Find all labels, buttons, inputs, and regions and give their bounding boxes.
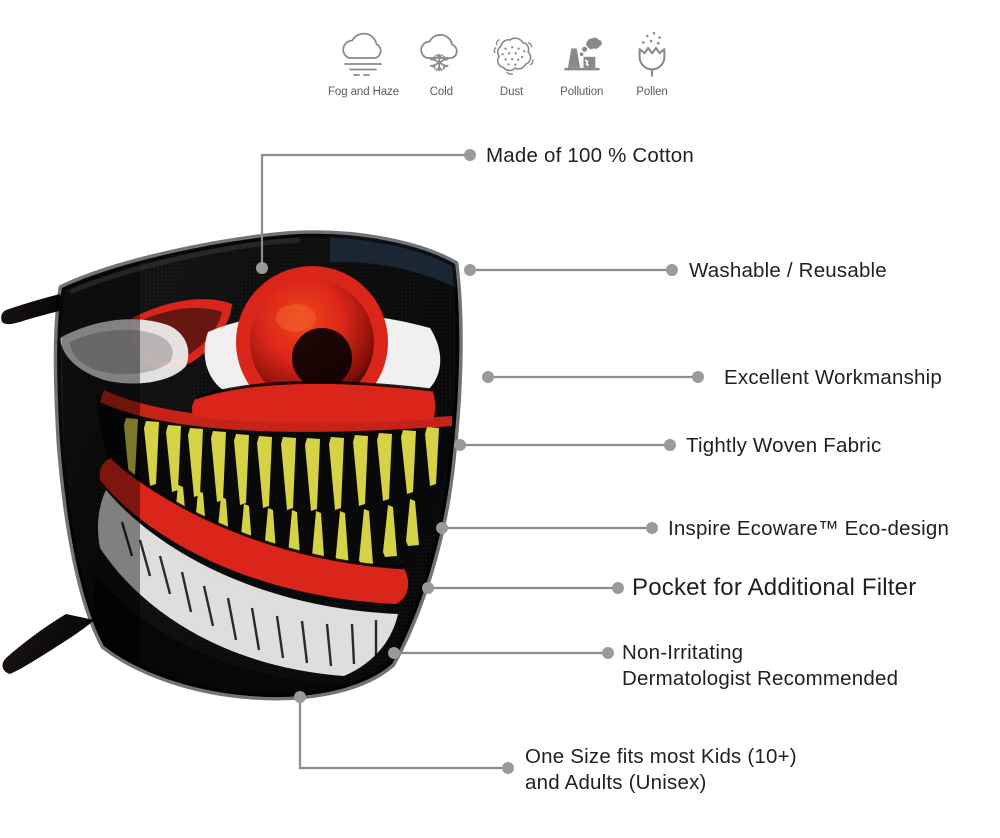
callout-pocket-filter: Pocket for Additional Filter — [632, 574, 917, 601]
leader-one-size — [298, 697, 508, 770]
protection-item-label: Pollen — [636, 86, 668, 98]
protection-item-cold: Cold — [413, 26, 469, 98]
mask-edge — [53, 230, 463, 701]
right-eye-pupil — [292, 328, 352, 388]
leader-made-of-cotton — [260, 153, 470, 268]
left-sclera — [60, 319, 189, 384]
pollution-factory-icon — [554, 26, 610, 82]
protection-item-label: Fog and Haze — [328, 86, 400, 98]
fog-and-haze-icon — [336, 26, 392, 82]
mask-artwork — [1, 230, 463, 701]
lower-lip-red — [99, 458, 409, 604]
protection-item-dust: Dust — [484, 26, 540, 98]
pollen-flower-icon — [624, 26, 680, 82]
leader-endpoint-dots — [256, 149, 704, 774]
upper-teeth-row — [124, 418, 439, 511]
protection-item-fog-and-haze: Fog and Haze — [328, 26, 399, 98]
mask-print-artwork — [57, 233, 460, 697]
ear-strap-top — [1, 294, 65, 325]
callout-non-irritating: Non-Irritating Dermatologist Recommended — [622, 641, 899, 691]
product-photo-face-mask — [0, 222, 480, 712]
protection-item-label: Pollution — [560, 86, 604, 98]
callout-made-of-cotton: Made of 100 % Cotton — [486, 144, 694, 167]
callout-excellent-workmanship: Excellent Workmanship — [724, 366, 943, 389]
chin-hatching — [120, 521, 378, 667]
callout-inspire-ecoware: Inspire Ecoware™ Eco-design — [668, 517, 950, 540]
chin-white-area — [98, 490, 398, 676]
protection-item-label: Cold — [429, 86, 453, 98]
callout-washable-reusable: Washable / Reusable — [689, 259, 887, 282]
callout-tightly-woven-fabric: Tightly Woven Fabric — [686, 434, 882, 457]
protection-item-pollution: Pollution — [554, 26, 610, 98]
callout-one-size: One Size fits most Kids (10+) and Adults… — [525, 745, 797, 795]
protection-icon-strip: Fog and Haze — [328, 14, 680, 98]
dust-cloud-icon — [484, 26, 540, 82]
chin-shadow — [93, 574, 352, 697]
cold-snowflake-cloud-icon — [413, 26, 469, 82]
protection-item-label: Dust — [499, 86, 524, 98]
protection-item-pollen: Pollen — [624, 26, 680, 98]
ear-strap-bottom — [2, 614, 94, 674]
